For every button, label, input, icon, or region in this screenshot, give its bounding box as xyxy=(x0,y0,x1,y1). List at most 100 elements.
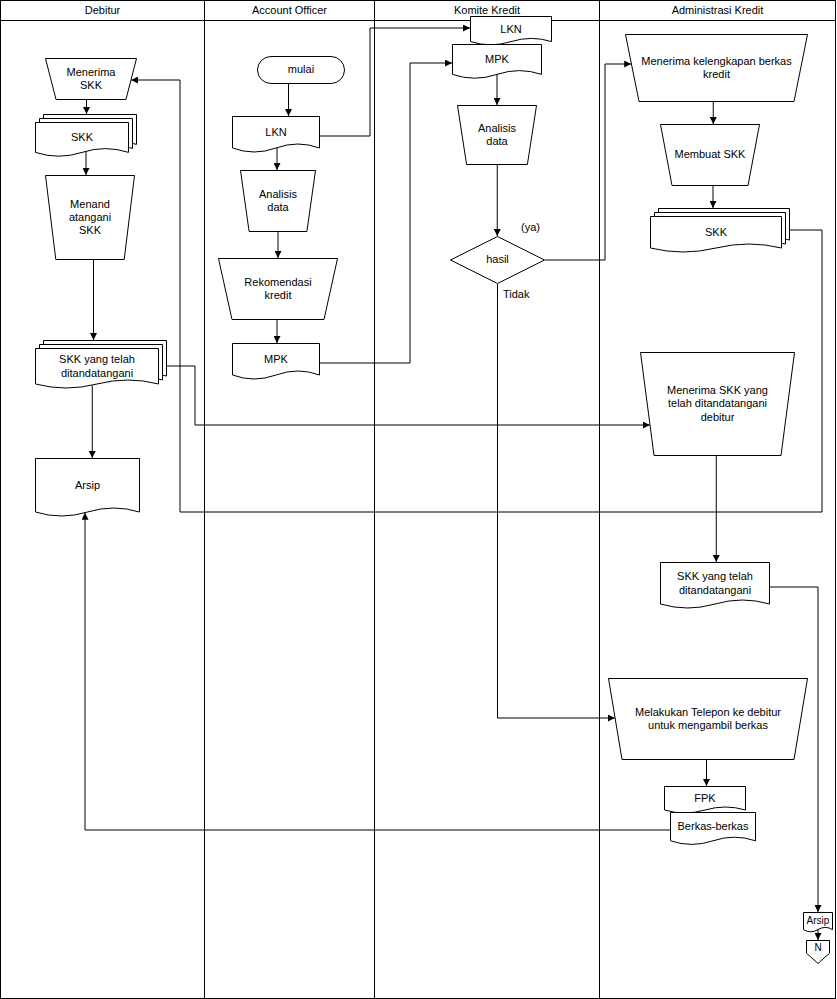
node-text: LKN xyxy=(473,23,549,36)
manual-operation: Analisis data xyxy=(457,105,537,165)
document-shape-path xyxy=(453,45,542,79)
lane-title: Administrasi Kredit xyxy=(672,4,764,17)
document-shape-path xyxy=(233,117,320,153)
text-wrap: FPK xyxy=(667,792,743,805)
swimlane: Administrasi KreditMenerima kelengkapan … xyxy=(600,0,836,999)
lane-header: Debitur xyxy=(1,1,204,21)
connector xyxy=(320,63,452,363)
node-text: N xyxy=(810,942,827,954)
node-text: MPK xyxy=(455,53,539,66)
document-shape-path xyxy=(471,17,552,45)
text-wrap: Rekomendasi kredit xyxy=(234,276,322,302)
lane-title: Komite Kredit xyxy=(454,4,520,17)
document-shape: SKK yang telah ditandatangani xyxy=(660,562,770,612)
node-text: FPK xyxy=(667,792,743,805)
manual-operation-path xyxy=(219,259,338,320)
connector xyxy=(288,84,289,116)
swimlane: DebiturMenerima SKK SKK Menand atangani SK… xyxy=(0,0,205,999)
multi-document: SKK yang telah ditandatangani xyxy=(35,340,167,392)
text-wrap: Menerima SKK xyxy=(58,66,124,92)
manual-operation-path xyxy=(641,353,795,456)
document-shape: MPK xyxy=(232,343,320,383)
text-wrap: LKN xyxy=(473,23,549,36)
manual-operation-path xyxy=(609,679,808,760)
manual-operation: Melakukan Telepon ke debitur untuk menga… xyxy=(608,678,808,760)
terminator: mulai xyxy=(257,56,345,84)
document-shape: FPK xyxy=(664,786,746,816)
document-shape-path xyxy=(665,787,746,814)
manual-operation: Analisis data xyxy=(240,170,316,232)
manual-operation: Menand atangani SKK xyxy=(45,175,135,260)
text-wrap: SKK yang telah ditandatangani xyxy=(38,353,156,379)
text-wrap: MPK xyxy=(235,353,317,366)
node-text: Arsip xyxy=(38,479,137,492)
multi-document-path xyxy=(36,349,159,389)
connector xyxy=(497,165,498,236)
document-shape: Arsip xyxy=(35,458,140,520)
text-wrap: hasil xyxy=(474,253,522,266)
document-shape-path xyxy=(661,563,770,609)
lane-header: Administrasi Kredit xyxy=(600,1,835,21)
connector xyxy=(320,28,470,136)
text-wrap: Melakukan Telepon ke debitur untuk menga… xyxy=(624,706,792,732)
manual-operation: Menerima kelengkapan berkas kredit xyxy=(625,34,808,102)
node-text: LKN xyxy=(235,126,317,139)
edge-label: Tidak xyxy=(502,288,531,301)
connector xyxy=(93,260,94,340)
decision-diamond: hasil xyxy=(450,236,545,284)
manual-operation-path xyxy=(241,171,316,232)
connector xyxy=(85,513,670,830)
connector xyxy=(278,232,279,258)
document-shape: LKN xyxy=(470,16,552,48)
manual-operation-path xyxy=(661,125,760,186)
multi-document-path xyxy=(36,123,129,157)
document-shape: LKN xyxy=(232,116,320,156)
text-wrap: SKK xyxy=(38,131,126,144)
multi-document-outline xyxy=(35,340,167,392)
manual-operation-path xyxy=(46,59,137,100)
connector xyxy=(92,385,93,458)
text-wrap: Analisis data xyxy=(251,188,305,214)
node-text: Berkas-berkas xyxy=(673,820,753,833)
node-text: Menerima kelengkapan berkas kredit xyxy=(641,55,792,81)
connector xyxy=(706,760,707,786)
connector xyxy=(498,284,615,718)
edge-label: (ya) xyxy=(520,221,541,234)
text-wrap: Menerima kelengkapan berkas kredit xyxy=(641,55,792,81)
connector xyxy=(713,102,714,124)
manual-operation: Membuat SKK xyxy=(660,124,760,186)
text-wrap: MPK xyxy=(455,53,539,66)
text-wrap: Berkas-berkas xyxy=(673,820,753,833)
manual-operation: Rekomendasi kredit xyxy=(218,258,338,320)
lane-title: Account Officer xyxy=(252,4,327,17)
text-wrap: N xyxy=(810,942,827,954)
text-wrap: Analisis data xyxy=(469,122,526,148)
offpage-connector-path xyxy=(807,941,830,964)
node-text: mulai xyxy=(265,63,336,76)
document-shape: MPK xyxy=(452,44,542,82)
node-text: SKK xyxy=(38,131,126,144)
connector xyxy=(497,74,498,105)
document-shape: Berkas-berkas xyxy=(670,812,756,848)
text-wrap: Menand atangani SKK xyxy=(58,198,122,238)
document-shape: Arsip xyxy=(803,912,833,934)
connector xyxy=(277,148,278,170)
swimlane: Account Officer mulaiLKN Analisis dataReko… xyxy=(205,0,375,999)
decision-diamond-path xyxy=(451,237,545,284)
node-text: Menerima SKK yang telah ditandatangani d… xyxy=(656,384,779,424)
multi-document-path xyxy=(651,217,782,253)
text-wrap: LKN xyxy=(235,126,317,139)
lane-header: Account Officer xyxy=(205,1,374,21)
text-wrap: Arsip xyxy=(38,479,137,492)
connector xyxy=(131,80,822,512)
node-text: Melakukan Telepon ke debitur untuk menga… xyxy=(624,706,792,732)
lane-title: Debitur xyxy=(85,4,120,17)
text-wrap: Membuat SKK xyxy=(674,148,746,161)
text-wrap: mulai xyxy=(265,63,336,76)
node-text: SKK yang telah ditandatangani xyxy=(38,353,156,379)
connector xyxy=(545,64,631,260)
document-shape-path xyxy=(36,459,140,517)
connector-group xyxy=(85,28,822,940)
